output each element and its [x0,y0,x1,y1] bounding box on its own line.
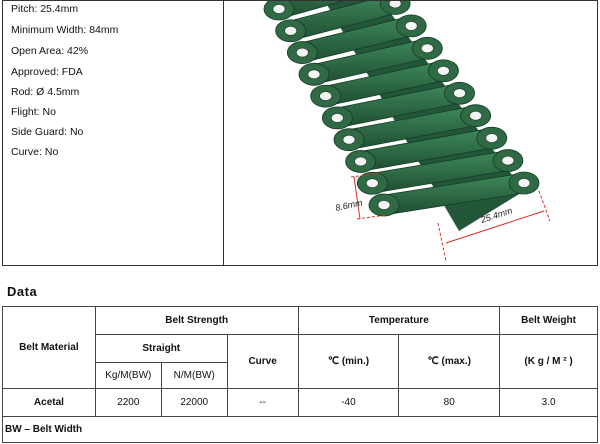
spec-rod: Rod: Ø 4.5mm [11,86,80,98]
spec-flight: Flight: No [11,106,56,118]
spec-approved: Approved: FDA [11,66,83,78]
cell-tmin: -40 [297,388,400,417]
cell-curve: -- [226,388,299,417]
header-kgm: Kg/M(BW) [94,362,162,389]
dimension-pitch [437,190,551,262]
header-weight-unit: (K g / M ² ) [499,334,598,389]
header-straight: Straight [94,334,228,363]
header-temp-max: ℃ (max.) [398,334,501,389]
section-title: Data [7,284,38,299]
spec-min-width: Minimum Width: 84mm [11,24,119,36]
belt-link [298,36,443,86]
belt-link [368,171,540,217]
header-curve: Curve [226,334,299,389]
cell-weight: 3.0 [499,388,598,417]
dimension-height-label: 8.6mm [334,197,363,213]
belt-link [263,1,345,21]
cell-material: Acetal [2,388,96,417]
header-belt-weight: Belt Weight [499,306,598,335]
spec-open-area: Open Area: 42% [11,45,89,57]
spec-list: Pitch: 25.4mm Minimum Width: 84mm Open A… [3,1,224,265]
belt-link [356,149,524,195]
spec-pitch: Pitch: 25.4mm [11,3,79,15]
footnote: BW – Belt Width [2,416,598,443]
data-table: Belt Material Belt Strength Temperature … [2,306,598,443]
cell-nm: 22000 [160,388,228,417]
header-nm: N/M(BW) [160,362,228,389]
header-temp-min: ℃ (min.) [297,334,400,389]
spec-curve: Curve: No [11,146,59,158]
belt-link [275,1,411,43]
table-row: Acetal 2200 22000 -- -40 80 3.0 [2,388,598,417]
spec-panel: Pitch: 25.4mm Minimum Width: 84mm Open A… [2,0,598,266]
dimension-height [350,172,387,220]
belt-link [310,59,459,108]
belt-link [321,81,475,130]
belt-drawing: 8.6mm 25.4mm [263,1,551,262]
header-temperature: Temperature [297,306,501,335]
header-belt-material: Belt Material [2,306,96,389]
cell-kgm: 2200 [94,388,162,417]
belt-links [263,1,540,231]
belt-link [333,104,492,152]
belt-link [345,126,508,173]
belt-link [286,14,427,64]
cell-tmax: 80 [398,388,501,417]
spec-side-guard: Side Guard: No [11,126,84,138]
belt-illustration: 8.6mm 25.4mm [224,1,597,265]
header-belt-strength: Belt Strength [94,306,299,335]
